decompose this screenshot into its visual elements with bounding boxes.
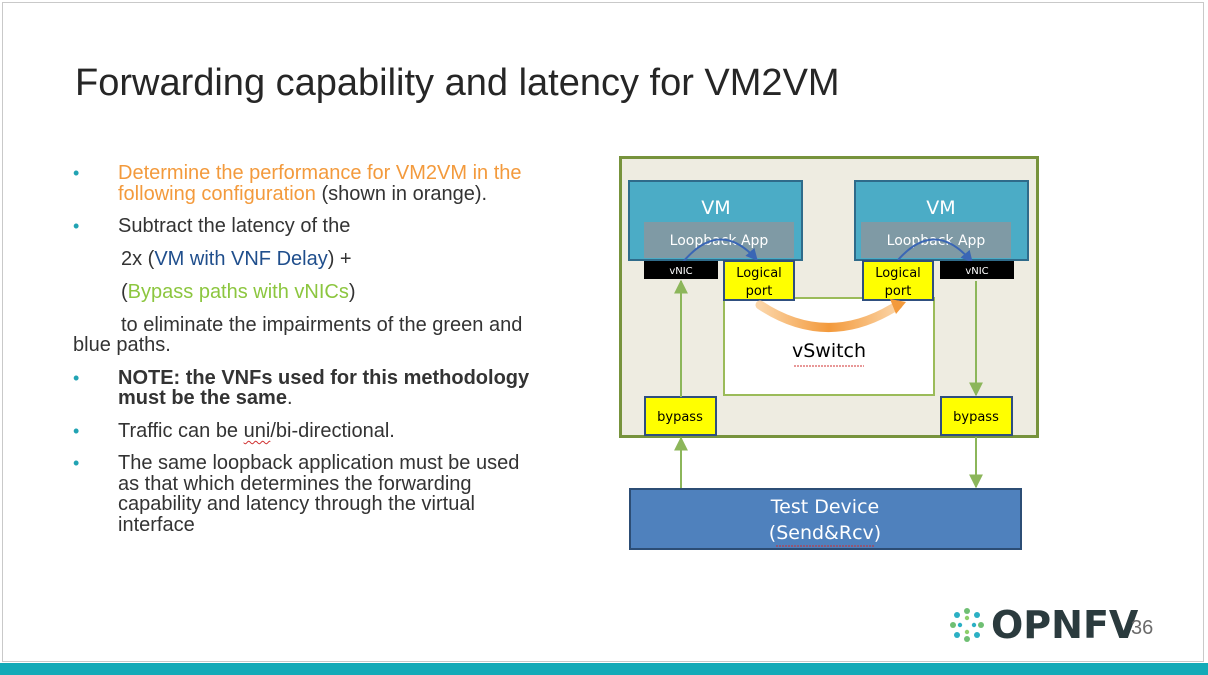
- bullet-2-line-1: Subtract the latency of the: [118, 215, 351, 237]
- bullet-marker: •: [73, 163, 80, 183]
- logical-port-right-line1: Logical: [875, 266, 921, 281]
- vm2vm-orange-path: [755, 300, 903, 332]
- bullet-1-line-2: following configuration (shown in orange…: [118, 183, 488, 205]
- bullet-3-line-2: must be the same.: [118, 387, 293, 409]
- vnic-left-box: [644, 261, 718, 279]
- bullet-5-line-3: capability and latency through the virtu…: [118, 493, 475, 515]
- bullet-marker: •: [73, 453, 80, 473]
- slide-title: Forwarding capability and latency for VM…: [75, 62, 840, 104]
- bullet-2-line-3: (Bypass paths with vNICs): [121, 281, 356, 303]
- vnic-right-label: vNIC: [965, 266, 988, 277]
- logical-port-right-line2: port: [885, 284, 912, 299]
- bullet-5-line-4: interface: [118, 514, 195, 536]
- opnfv-logo-text: OPNFV: [991, 603, 1139, 647]
- vnic-right-box: [940, 261, 1014, 279]
- bullet-marker: •: [73, 421, 80, 441]
- loopback-right-arc: [897, 238, 973, 263]
- logical-port-right-box: [862, 260, 934, 301]
- bypass-right-label: bypass: [953, 410, 999, 425]
- loopback-left-label: Loopback App: [670, 233, 769, 249]
- vm-left-label: VM: [701, 197, 730, 219]
- opnfv-flower-icon: [950, 608, 984, 642]
- bullet-3-line-1: NOTE: the VNFs used for this methodology: [118, 367, 530, 389]
- bullet-2-line-2: 2x (VM with VNF Delay) +: [121, 248, 352, 270]
- bypass-left-box: [644, 396, 717, 436]
- bullet-5-line-2: as that which determines the forwarding: [118, 473, 472, 495]
- loopback-right-label: Loopback App: [887, 233, 986, 249]
- vm-right-label: VM: [926, 197, 955, 219]
- page-number: 36: [1131, 617, 1154, 639]
- bullet-list: • Determine the performance for VM2VM in…: [0, 0, 600, 600]
- bottom-accent-bar: [0, 663, 1208, 675]
- test-device-box: [629, 488, 1022, 550]
- bullet-4-line-1: Traffic can be uni/bi-directional.: [118, 420, 395, 442]
- vnic-left-label: vNIC: [669, 266, 692, 277]
- vswitch-label: vSwitch: [792, 340, 866, 362]
- vswitch-box: [723, 297, 935, 396]
- bypass-left-label: bypass: [657, 410, 703, 425]
- logical-port-left-line2: port: [746, 284, 773, 299]
- test-device-line2: (Send&Rcv): [769, 522, 881, 544]
- loopback-left-arc: [682, 238, 758, 263]
- bullet-1-line-1: Determine the performance for VM2VM in t…: [118, 162, 522, 184]
- bypass-right-box: [940, 396, 1013, 436]
- logical-port-left-line1: Logical: [736, 266, 782, 281]
- bullet-5-line-1: The same loopback application must be us…: [118, 452, 520, 474]
- bullet-2-line-4: to eliminate the impairments of the gree…: [121, 314, 523, 336]
- bullet-marker: •: [73, 368, 80, 388]
- logical-port-left-box: [723, 260, 795, 301]
- test-device-line1: Test Device: [770, 496, 879, 518]
- vm2vm-orange-arrowhead: [890, 299, 906, 314]
- bullet-2-line-5: blue paths.: [73, 334, 171, 356]
- bullet-marker: •: [73, 216, 80, 236]
